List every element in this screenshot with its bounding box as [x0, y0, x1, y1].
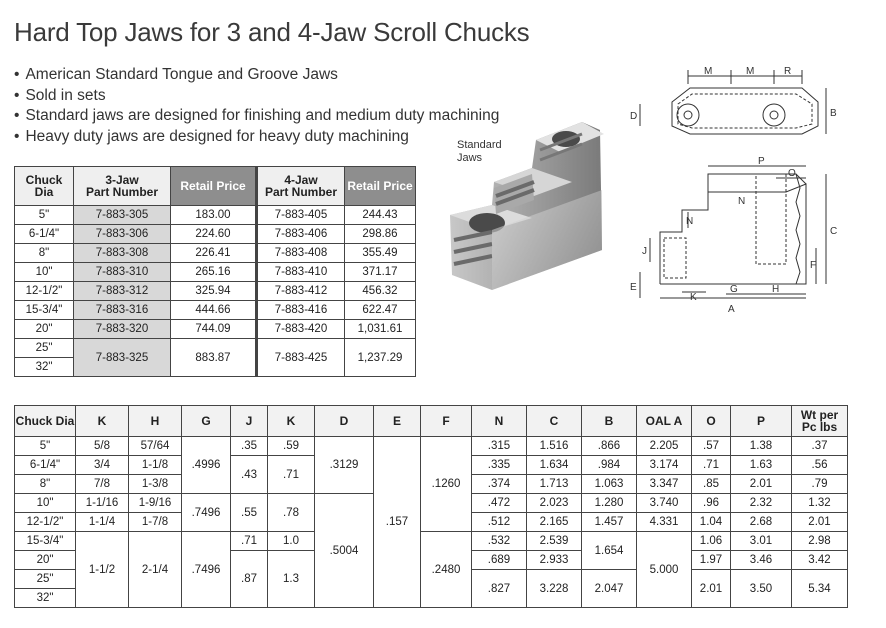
table-row: 25" 7-883-325 883.87 7-883-425 1,237.29 — [14, 338, 416, 377]
dim-label-a: A — [728, 304, 735, 315]
column-header: J — [230, 405, 268, 437]
column-header: Retail Price — [170, 166, 257, 206]
column-header: P — [730, 405, 792, 437]
dim-label-g: G — [730, 284, 738, 295]
column-header: Retail Price — [344, 166, 416, 206]
column-header: K — [75, 405, 129, 437]
dim-label-o: O — [788, 168, 796, 179]
dimension-table: Chuck Dia K H G J K D E F N C B OAL A O … — [14, 405, 848, 608]
dim-label-r: R — [784, 66, 791, 77]
dim-label-b: B — [830, 108, 837, 119]
dim-label-c: C — [830, 226, 837, 237]
dim-label-k: K — [690, 292, 697, 303]
column-header: B — [581, 405, 637, 437]
column-header: Wt per Pc lbs — [791, 405, 848, 437]
dim-label-h: H — [772, 284, 779, 295]
feature-item: Heavy duty jaws are designed for heavy d… — [14, 127, 499, 148]
dim-label-n: N — [738, 196, 745, 207]
column-header: OAL A — [636, 405, 692, 437]
column-header: C — [526, 405, 582, 437]
feature-list: American Standard Tongue and Groove Jaws… — [14, 65, 499, 147]
feature-item: Standard jaws are designed for finishing… — [14, 106, 499, 127]
dim-label-f: F — [810, 260, 816, 271]
column-header: O — [691, 405, 731, 437]
table-header-row: Chuck Dia K H G J K D E F N C B OAL A O … — [14, 405, 848, 437]
table-row: 12-1/2" 1-1/4 1-7/8 .512 2.165 1.457 4.3… — [14, 512, 848, 532]
dim-label-n: N — [686, 216, 693, 227]
table-row: 10" 1-1/16 1-9/16 .7496 .55 .78 .5004 .4… — [14, 493, 848, 608]
table-row: 25" .827 3.228 2.047 2.01 3.50 5.34 — [14, 569, 848, 608]
column-header: H — [128, 405, 182, 437]
table-row: 20" .87 1.3 .689 2.933 1.97 3.46 3.42 — [14, 550, 848, 608]
table-row: 32" — [14, 588, 848, 608]
jaw-product-image — [450, 122, 604, 290]
table-row: 32" — [14, 357, 416, 377]
dim-label-d: D — [630, 111, 637, 122]
dim-label-m: M — [746, 66, 754, 77]
feature-item: Sold in sets — [14, 86, 499, 107]
photo-label: Standard Jaws — [457, 139, 502, 164]
column-header: N — [471, 405, 527, 437]
dim-label-p: P — [758, 156, 765, 167]
column-header: K — [267, 405, 315, 437]
dim-label-e: E — [630, 282, 637, 293]
column-header: D — [314, 405, 374, 437]
column-header: E — [373, 405, 421, 437]
column-header: G — [181, 405, 231, 437]
column-header: F — [420, 405, 472, 437]
column-header: Chuck Dia — [14, 405, 76, 437]
table-row: 5" 5/8 57/64 .4996 .35 .59 .3129 .157 .1… — [14, 436, 848, 608]
page-title: Hard Top Jaws for 3 and 4-Jaw Scroll Chu… — [14, 17, 530, 47]
jaw-dimension-diagram: M M R D B P O N N J C F E K G H A — [630, 66, 837, 315]
table-row: 15-3/4" 1-1/2 2-1/4 .7496 .71 1.0 .2480 … — [14, 531, 848, 608]
dim-label-j: J — [642, 246, 647, 257]
dim-label-m: M — [704, 66, 712, 77]
feature-item: American Standard Tongue and Groove Jaws — [14, 65, 499, 86]
